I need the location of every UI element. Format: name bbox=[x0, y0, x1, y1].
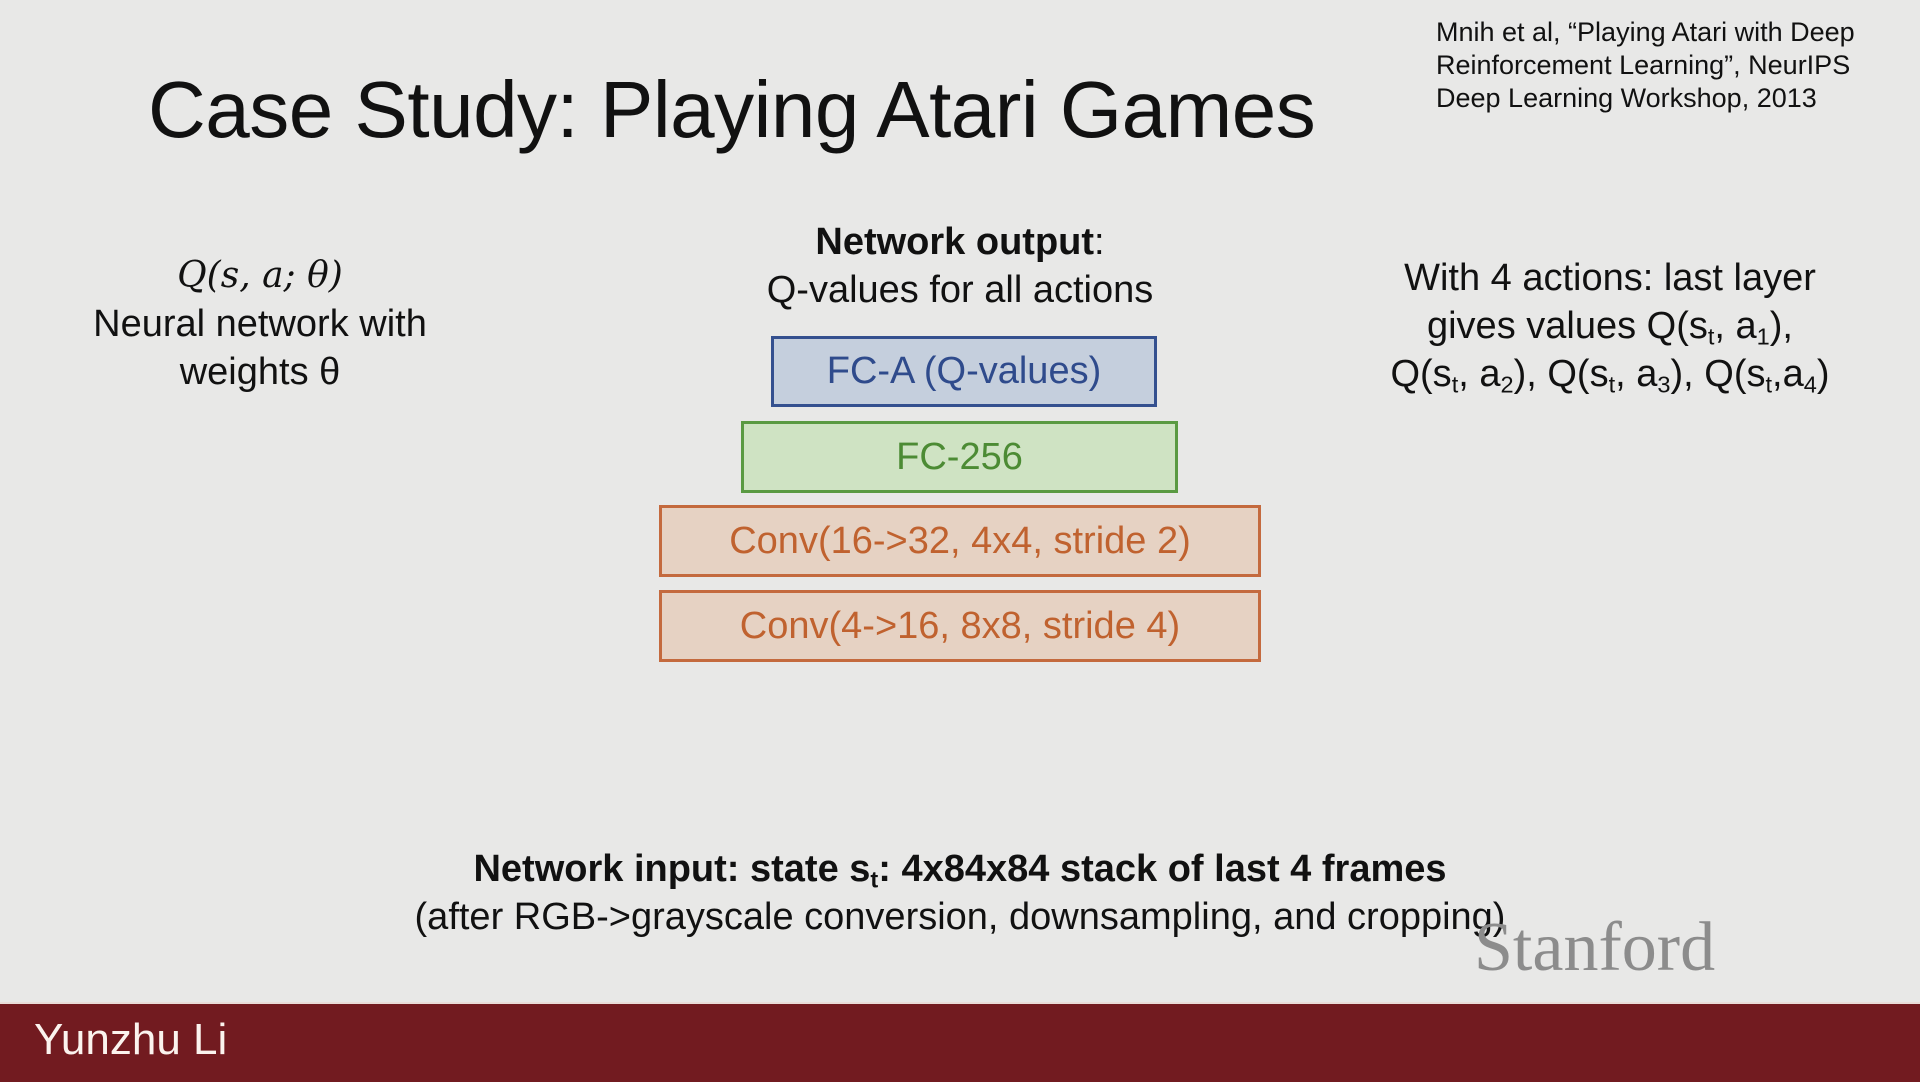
layer-conv2: Conv(16->32, 4x4, stride 2) bbox=[659, 505, 1261, 577]
layer-label: Conv(16->32, 4x4, stride 2) bbox=[729, 519, 1191, 562]
citation-line: Deep Learning Workshop, 2013 bbox=[1436, 83, 1817, 113]
speaker-name: Yunzhu Li bbox=[34, 1015, 228, 1064]
network-output-label: Network output bbox=[815, 221, 1095, 263]
q-function-desc-line2: weights θ bbox=[179, 351, 341, 393]
actions-note-line2: gives values Q(st, a1), bbox=[1426, 305, 1793, 350]
layer-label: FC-256 bbox=[896, 435, 1023, 478]
network-input-note: Network input: state st: 4x84x84 stack o… bbox=[300, 845, 1620, 941]
layer-label: Conv(4->16, 8x8, stride 4) bbox=[739, 604, 1181, 647]
layer-conv1: Conv(4->16, 8x8, stride 4) bbox=[659, 590, 1261, 662]
network-input-subtext: (after RGB->grayscale conversion, downsa… bbox=[414, 896, 1506, 938]
q-function-formula: Q(s, a; θ) bbox=[177, 255, 343, 296]
q-function-desc-line1: Neural network with bbox=[93, 303, 427, 345]
citation: Mnih et al, “Playing Atari with Deep Rei… bbox=[1436, 16, 1855, 115]
layer-fc-a: FC-A (Q-values) bbox=[771, 336, 1157, 407]
actions-note-line1: With 4 actions: last layer bbox=[1404, 257, 1816, 299]
network-output-subtext: Q-values for all actions bbox=[766, 269, 1154, 311]
network-output-colon: : bbox=[1094, 221, 1105, 263]
network-input-heading: Network input: state st: 4x84x84 stack o… bbox=[473, 848, 1447, 893]
slide-title: Case Study: Playing Atari Games bbox=[148, 65, 1316, 154]
citation-line: Mnih et al, “Playing Atari with Deep bbox=[1436, 17, 1855, 47]
actions-note-line3: Q(st, a2), Q(st, a3), Q(st,a4) bbox=[1390, 353, 1830, 398]
q-function-note: Q(s, a; θ) Neural network with weights θ bbox=[60, 252, 460, 396]
stanford-logo: Stanford bbox=[1474, 909, 1716, 986]
network-output-heading: Network output: Q-values for all actions bbox=[700, 218, 1220, 314]
layer-label: FC-A (Q-values) bbox=[826, 350, 1102, 392]
citation-line: Reinforcement Learning”, NeurIPS bbox=[1436, 50, 1851, 80]
actions-note: With 4 actions: last layer gives values … bbox=[1350, 254, 1870, 398]
footer-bar bbox=[0, 1002, 1920, 1082]
layer-fc-256: FC-256 bbox=[741, 421, 1178, 493]
